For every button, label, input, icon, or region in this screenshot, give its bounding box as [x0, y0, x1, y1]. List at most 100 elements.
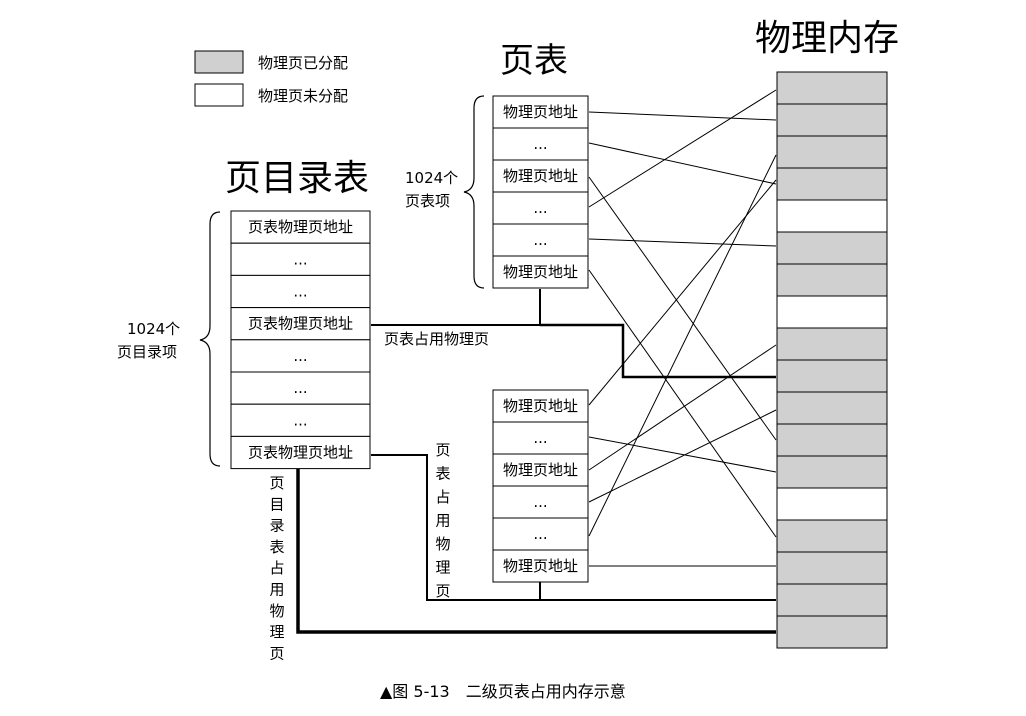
mapping-line: [588, 89, 777, 208]
mapping-line: [588, 436, 777, 473]
page-table-entry-label: 物理页地址: [503, 263, 578, 281]
page-directory-entry-label: ...: [293, 411, 307, 429]
page-table-entry-label: ...: [533, 429, 547, 447]
page-table-count-label-1: 1024个: [405, 169, 458, 187]
page-table-entry: [492, 421, 589, 455]
physical-page-allocated: [776, 231, 888, 265]
page-directory-entry-label: ...: [293, 347, 307, 365]
physical-memory-column: [776, 71, 888, 649]
page-table-entry: [492, 255, 589, 289]
physical-memory-title: 物理内存: [755, 18, 899, 59]
vertical-label-char: 录: [269, 517, 284, 535]
page-directory-entry-label: 页表物理页地址: [248, 218, 353, 236]
legend-allocated-label: 物理页已分配: [258, 54, 348, 72]
legend: 物理页已分配 物理页未分配: [194, 50, 348, 107]
page-table-entry: [492, 159, 589, 193]
page-table-entry: [492, 191, 589, 225]
page-directory-entry: [230, 339, 371, 373]
page-table-entry-label: 物理页地址: [503, 557, 578, 575]
page-table-entry: [492, 549, 589, 583]
page-directory-occupies-line: [296, 468, 776, 634]
physical-page-allocated: [776, 391, 888, 425]
legend-unallocated-swatch: [194, 83, 244, 107]
page-directory-entry: [230, 307, 371, 341]
page-directory-entry-label: ...: [293, 379, 307, 397]
physical-page-unallocated: [776, 295, 888, 329]
pd-to-top-page-table-line: [371, 289, 541, 326]
page-table-entry-label: 物理页地址: [503, 397, 578, 415]
vertical-label-char: 表: [269, 538, 284, 556]
page-directory-entry: [230, 371, 371, 405]
vertical-label-char: 页: [269, 474, 284, 492]
figure-caption: ▲图 5-13 二级页表占用内存示意: [380, 682, 626, 701]
page-directory-entry-label: 页表物理页地址: [248, 444, 353, 462]
page-directory-count-label-1: 1024个: [127, 320, 180, 338]
vertical-label-char: 用: [435, 512, 450, 530]
page-table-entry: [492, 95, 589, 129]
mapping-line: [588, 409, 777, 503]
page-table-entry-label: ...: [533, 493, 547, 511]
page-directory-entry-label: ...: [293, 283, 307, 301]
page-table-entry-label: 物理页地址: [503, 461, 578, 479]
page-directory-entry: [230, 435, 371, 470]
vertical-label-char: 理: [269, 623, 284, 641]
page-table-bottom: 物理页地址... 物理页地址...... 物理页地址: [492, 389, 589, 583]
mapping-line: [588, 111, 777, 121]
physical-page-allocated: [776, 327, 888, 361]
page-directory-entry: [230, 242, 371, 276]
physical-page-allocated: [776, 423, 888, 457]
connector-lines: [296, 89, 777, 634]
page-directory-entry-label: ...: [293, 250, 307, 268]
mapping-line: [588, 179, 777, 406]
page-table-entry-label: 物理页地址: [503, 103, 578, 121]
physical-page-allocated: [776, 71, 888, 105]
mapping-line: [588, 154, 777, 537]
physical-page-allocated: [776, 135, 888, 169]
vertical-label-char: 页: [435, 441, 450, 459]
page-table-entry-label: ...: [533, 525, 547, 543]
mapping-line: [588, 142, 777, 185]
page-directory-count-label-2: 页目录项: [117, 343, 177, 361]
page-table-entry-label: 物理页地址: [503, 167, 578, 185]
page-table-occupies-vertical-label: 页表占用物理页: [435, 441, 450, 600]
page-table-entry: [492, 389, 589, 423]
legend-unallocated-label: 物理页未分配: [258, 87, 348, 105]
page-table-entry-label: ...: [533, 231, 547, 249]
mapping-line: [588, 238, 777, 247]
page-table-title: 页表: [500, 41, 568, 81]
vertical-label-char: 占: [269, 559, 284, 577]
vertical-label-char: 页: [269, 644, 284, 662]
mapping-line: [588, 344, 777, 471]
vertical-label-char: 占: [435, 488, 450, 506]
page-directory-title: 页目录表: [225, 158, 369, 199]
physical-page-allocated: [776, 103, 888, 137]
page-directory-entry: [230, 210, 371, 244]
physical-page-unallocated: [776, 199, 888, 233]
page-table-entry-label: ...: [533, 199, 547, 217]
page-table-brace: [463, 95, 485, 289]
vertical-label-char: 页: [435, 582, 450, 600]
page-table-entry: [492, 223, 589, 257]
pd-to-bottom-page-table-line: [371, 454, 776, 601]
page-table-occupies-label: 页表占用物理页: [384, 330, 489, 348]
page-directory-entry-label: 页表物理页地址: [248, 315, 353, 333]
vertical-label-char: 物: [269, 602, 284, 620]
page-directory-brace: [199, 211, 221, 467]
mapping-line: [588, 176, 777, 441]
page-table-entry: [492, 453, 589, 487]
vertical-label-char: 用: [269, 581, 284, 599]
page-table-top: 物理页地址... 物理页地址...... 物理页地址: [492, 95, 589, 289]
vertical-label-char: 目: [269, 495, 284, 513]
page-table-count-label-2: 页表项: [405, 192, 450, 210]
page-table-entry-label: ...: [533, 135, 547, 153]
top-page-table-occupies-line: [540, 323, 776, 379]
page-table-entry: [492, 517, 589, 551]
vertical-label-char: 表: [435, 465, 450, 483]
physical-page-allocated: [776, 551, 888, 585]
physical-page-allocated: [776, 615, 888, 649]
page-directory-entry: [230, 403, 371, 437]
physical-page-allocated: [776, 519, 888, 553]
physical-page-allocated: [776, 583, 888, 617]
